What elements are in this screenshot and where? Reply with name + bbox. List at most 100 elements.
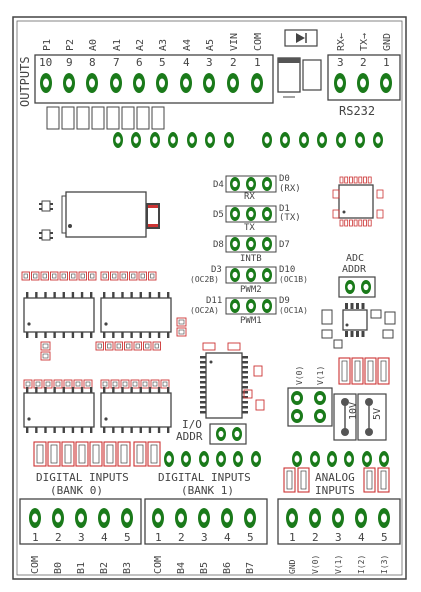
smd-resistor — [78, 271, 87, 281]
dip-chip-body — [100, 297, 172, 333]
vsel-jumper-block — [287, 387, 333, 427]
board-outline — [12, 16, 407, 580]
smd-resistor-inner — [152, 381, 158, 387]
jumper-rx-bottom: RX — [244, 192, 255, 202]
smd-resistor-inner — [97, 343, 102, 349]
outputs-pad-hole — [66, 78, 72, 88]
dip-pin — [103, 387, 106, 393]
analog-line1: ANALOG — [315, 471, 355, 484]
header-pad-hole — [357, 136, 363, 144]
smd-resistor-inner — [33, 273, 38, 279]
dip-pin — [103, 292, 106, 298]
digital-bank0-title: DIGITAL INPUTS (BANK 0) — [36, 471, 129, 497]
smd-resistor — [129, 271, 138, 281]
outputs-pad-hole — [89, 78, 95, 88]
bank1-pin-name: B6 — [222, 562, 233, 574]
analog-title: ANALOG INPUTS — [315, 471, 355, 497]
adc-ic-pin — [356, 303, 359, 309]
vsel-pad-hole — [317, 412, 323, 420]
analog-pin-name: I(3) — [380, 555, 389, 574]
smd-resistor — [119, 271, 128, 281]
outputs-pin-number: 3 — [206, 56, 213, 69]
smd-resistor — [140, 379, 150, 389]
smd-resistor — [133, 341, 142, 351]
header-pad-hole — [170, 136, 176, 144]
central-ic-pin — [200, 406, 206, 409]
dip-pin — [35, 332, 38, 338]
header-pad-hole — [301, 136, 307, 144]
jumper-pwm2-left-b: (OC2B) — [190, 275, 219, 284]
outputs-pads — [40, 73, 263, 93]
adc-addr-jumper — [338, 276, 376, 298]
central-side-part — [255, 399, 265, 411]
smd-resistor — [21, 271, 30, 281]
smd-resistor — [40, 341, 51, 351]
adc-ic-pin — [350, 331, 354, 337]
rs232-pin-names: RX←TX→GND — [336, 33, 393, 51]
bank0-pin-number: 1 — [32, 531, 39, 544]
resistor-outline — [91, 106, 105, 130]
dip-pin — [26, 292, 29, 298]
smd-resistor — [73, 379, 83, 389]
outputs-pin-name: A3 — [158, 39, 169, 51]
central-ic-pin — [200, 381, 206, 384]
jumper-pwm1-left-b: (OC2A) — [190, 306, 219, 315]
jumper-pad-hole — [248, 210, 254, 218]
jumper-pwm2-left-a: D3 — [211, 265, 222, 275]
jumper-tx-bottom: TX — [244, 223, 255, 233]
bank0-pad-hole — [78, 513, 84, 523]
input-resistor — [377, 467, 390, 493]
input-resistor-inner — [78, 444, 86, 464]
jumper-pwm2-right-a: D10 — [279, 265, 295, 275]
adc-side-components — [321, 309, 396, 349]
vsel-10v-label: 10V — [348, 402, 359, 420]
outputs-pin-number: 6 — [136, 56, 143, 69]
input-resistor — [297, 467, 310, 493]
smd-resistor — [100, 379, 110, 389]
chip-side-part — [376, 209, 384, 219]
dip-chip-dot — [27, 417, 31, 421]
smd-resistor — [148, 271, 157, 281]
dip-pin — [139, 427, 142, 433]
smd-resistor-inner — [135, 343, 140, 349]
input-resistor-inner — [366, 470, 373, 490]
oscillator — [61, 191, 160, 238]
input-resistor-inner — [354, 360, 361, 382]
bank1-pin-name: B4 — [176, 562, 187, 574]
dip-pin — [35, 387, 38, 393]
smd-resistor-inner — [178, 319, 185, 325]
bank1-pin-name: B5 — [199, 562, 210, 574]
bank0-pin-name: B0 — [53, 562, 64, 574]
capacitor-small — [302, 59, 322, 91]
bank1-pad-hole — [178, 513, 184, 523]
header-pad-hole — [226, 136, 232, 144]
input-header-pad-hole — [201, 455, 207, 463]
jumper-pad-hole — [264, 240, 270, 248]
outputs-pin-name: COM — [253, 33, 264, 51]
dip-pin — [121, 427, 124, 433]
outputs-pin-number: 5 — [159, 56, 166, 69]
dip-pin — [26, 332, 29, 338]
vsel-pad-hole — [294, 394, 300, 402]
resistor-array-outlines — [46, 106, 165, 130]
dip-pin — [167, 332, 170, 338]
jumper-pad-hole — [264, 210, 270, 218]
input-resistor-inner — [106, 444, 114, 464]
smd-resistor — [110, 271, 119, 281]
input-resistor — [351, 357, 364, 385]
dip-pin — [112, 387, 115, 393]
diode-icon — [284, 29, 318, 47]
input-resistor-inner — [92, 444, 100, 464]
vsel-v1-label: V(1) — [316, 366, 325, 385]
input-resistor — [33, 441, 47, 467]
bank0-pin-name: COM — [30, 556, 41, 574]
dip-pin — [53, 292, 56, 298]
dip-pin — [44, 427, 47, 433]
dip-pin — [121, 292, 124, 298]
analog-pin-number: 3 — [335, 531, 342, 544]
bank0-pin-number: 4 — [101, 531, 108, 544]
jumper-rx-left: D4 — [213, 180, 224, 190]
analog-pad-hole — [381, 513, 387, 523]
dip-pin — [80, 332, 84, 338]
